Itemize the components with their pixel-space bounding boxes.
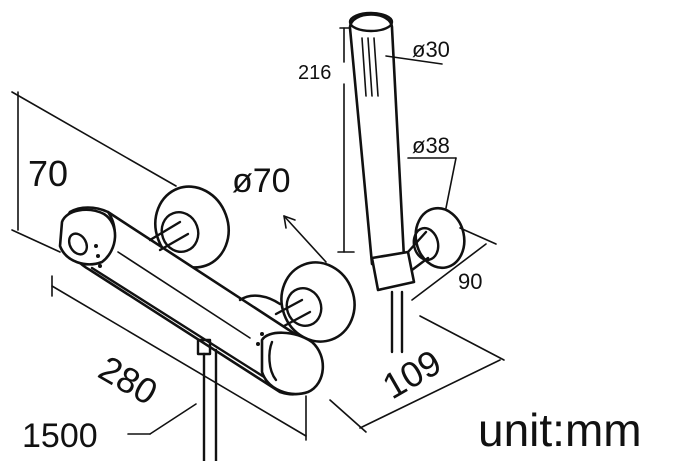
hand-shower (348, 13, 406, 266)
flow-knob (260, 331, 325, 396)
depth-dimension: 109 (376, 341, 449, 407)
outlet-diameter-dimension: ø70 (232, 162, 291, 200)
hand-shower-diameter-dimension: ø30 (412, 37, 450, 62)
holder-diameter-dimension: ø38 (412, 133, 450, 158)
left-wall-flange (154, 185, 230, 269)
hand-shower-length-dimension: 216 (298, 62, 331, 84)
right-wall-flange (280, 261, 356, 343)
mixer-valve (58, 185, 356, 461)
hose-length-dimension: 1500 (22, 417, 98, 455)
unit-note: unit:mm (478, 404, 642, 456)
dimension-lines (11, 27, 505, 441)
temperature-knob (58, 208, 117, 266)
hand-shower-assembly (348, 11, 466, 354)
holder-projection-dimension: 90 (458, 269, 482, 294)
width-dimension: 280 (92, 347, 165, 413)
height-dimension: 70 (28, 153, 68, 194)
shower-holder (370, 250, 416, 292)
